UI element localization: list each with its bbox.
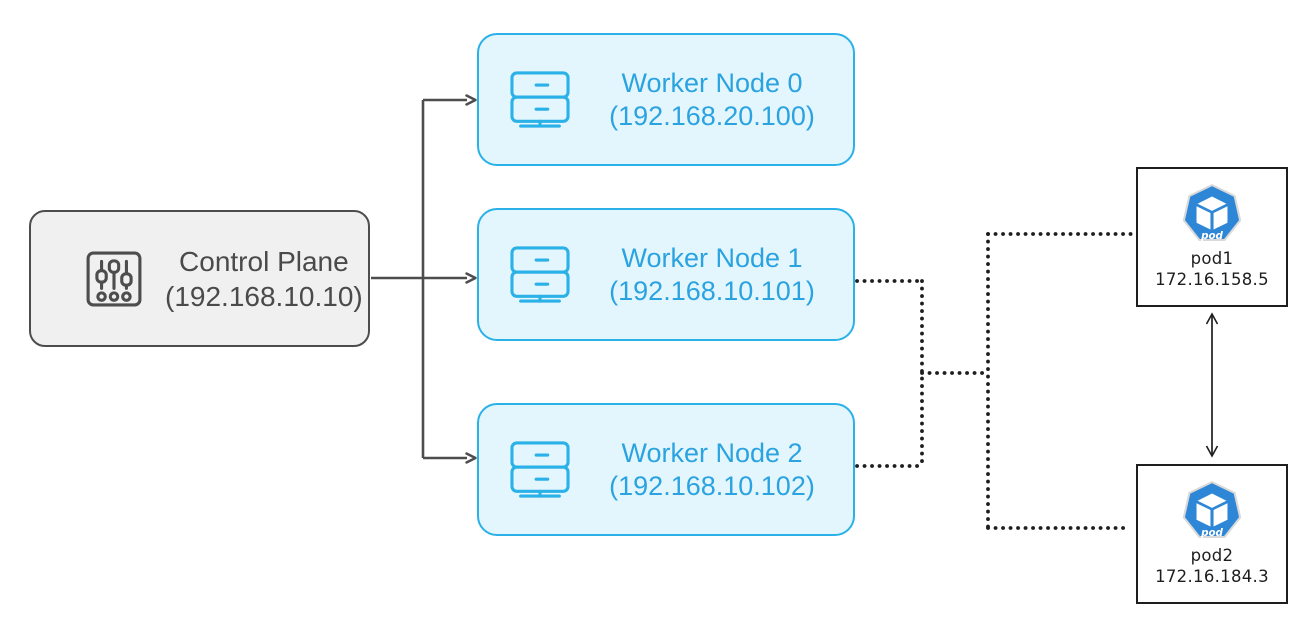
worker-node-1-ip: (192.168.10.101) (609, 275, 815, 306)
kubernetes-pod-icon: pod (1182, 481, 1242, 539)
pod2-name: pod2 (1190, 546, 1234, 565)
pod2-node[interactable]: pod pod2 172.16.184.3 (1136, 464, 1288, 604)
server-icon (510, 70, 570, 128)
worker-node-0-name: Worker Node 0 (621, 67, 803, 98)
pod-icon-label: pod (1200, 527, 1223, 539)
pod1-node[interactable]: pod pod1 172.16.158.5 (1136, 167, 1288, 307)
worker-node-1-name: Worker Node 1 (621, 242, 803, 273)
server-icon (510, 440, 570, 498)
worker-node-0-ip: (192.168.20.100) (609, 100, 815, 131)
pod2-ip: 172.16.184.3 (1155, 567, 1269, 586)
pod1-ip: 172.16.158.5 (1155, 270, 1269, 289)
sliders-icon (86, 251, 142, 306)
control-plane-name: Control Plane (179, 245, 349, 277)
control-plane-ip: (192.168.10.10) (165, 280, 363, 312)
worker-node-0[interactable]: Worker Node 0 (192.168.20.100) (477, 33, 855, 166)
kubernetes-pod-icon: pod (1182, 184, 1242, 242)
pod1-name: pod1 (1190, 249, 1234, 268)
server-icon (510, 245, 570, 303)
worker-node-2-name: Worker Node 2 (621, 437, 803, 468)
control-plane-node[interactable]: Control Plane (192.168.10.10) (29, 210, 370, 347)
pod-icon-label: pod (1200, 230, 1223, 242)
worker-node-2[interactable]: Worker Node 2 (192.168.10.102) (477, 403, 855, 536)
worker-node-2-ip: (192.168.10.102) (609, 470, 815, 501)
worker-node-1[interactable]: Worker Node 1 (192.168.10.101) (477, 208, 855, 341)
